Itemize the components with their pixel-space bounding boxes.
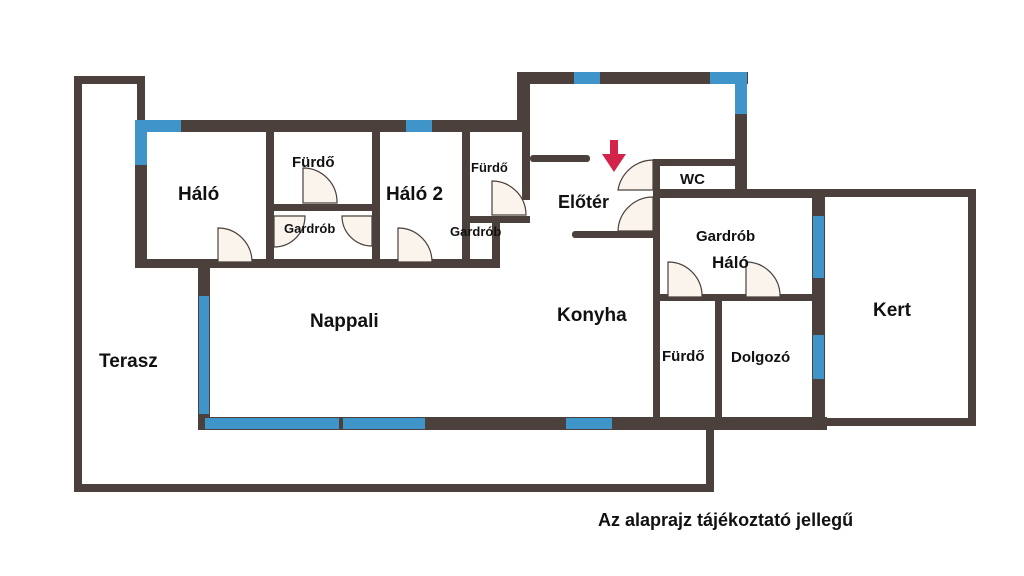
room-konyha: Konyha	[557, 305, 627, 326]
room-halo: Háló	[178, 184, 219, 205]
room-gardrob-3: Gardrób	[696, 228, 755, 245]
room-wc: WC	[680, 171, 705, 188]
doors	[217, 159, 781, 298]
disclaimer-text: Az alaprajz tájékoztató jellegű	[598, 510, 853, 530]
room-kert: Kert	[873, 300, 912, 321]
room-furdo-3: Fürdő	[662, 348, 705, 365]
room-gardrob-2: Gardrób	[450, 224, 501, 239]
windows	[135, 72, 824, 429]
room-labels: Háló Fürdő Gardrób Háló 2 Fürdő Gardrób …	[99, 154, 912, 372]
room-halo-2: Háló 2	[386, 184, 443, 205]
room-furdo-1: Fürdő	[292, 154, 335, 171]
room-dolgozo: Dolgozó	[731, 349, 790, 366]
room-gardrob-1: Gardrób	[284, 221, 335, 236]
room-terasz: Terasz	[99, 351, 158, 372]
room-eloter: Előtér	[558, 192, 609, 212]
room-furdo-2: Fürdő	[471, 160, 508, 175]
entrance-arrow-icon	[602, 140, 626, 172]
room-halo-3: Háló	[712, 253, 749, 272]
room-nappali: Nappali	[310, 311, 379, 332]
